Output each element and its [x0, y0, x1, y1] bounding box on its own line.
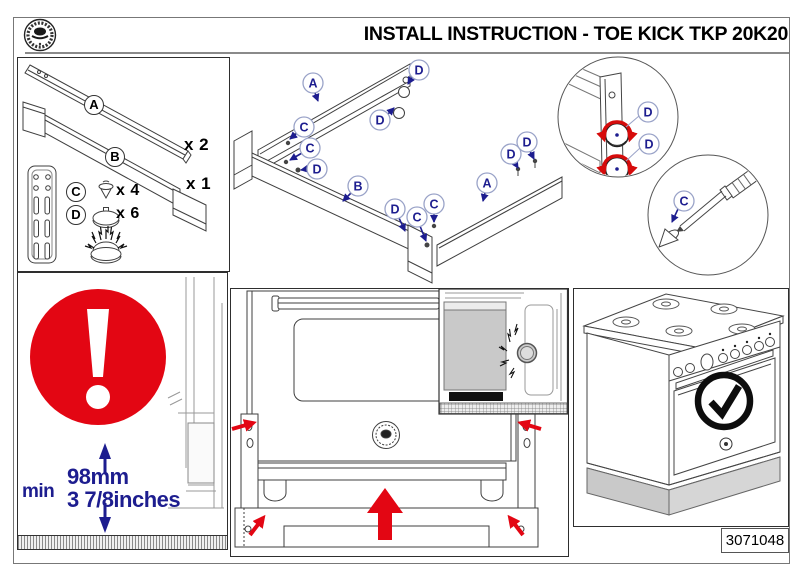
svg-text:B: B [353, 180, 362, 194]
round-foot-icon [92, 207, 120, 228]
red-rotate-arrows-icon [596, 120, 638, 176]
svg-text:D: D [312, 163, 321, 177]
svg-text:A: A [482, 177, 491, 191]
leg-detail-inset [438, 289, 568, 415]
check-ok-icon [694, 371, 754, 431]
clearance-imperial-value: 3 7/8inches [67, 487, 181, 512]
brand-logo-icon [23, 18, 57, 52]
clearance-diagram [30, 277, 224, 533]
cone-screw-icon [98, 180, 114, 200]
cone-screw-target [658, 228, 680, 248]
part-b-qty: x 1 [186, 174, 212, 193]
part-label-d: D [66, 205, 86, 225]
detail-rotate-view: D D [557, 56, 679, 178]
svg-text:D: D [522, 136, 531, 150]
clearance-arrow-icon [99, 443, 111, 533]
svg-text:D: D [644, 138, 653, 152]
part-d-qty: x 6 [116, 205, 140, 222]
min-label: min [22, 481, 55, 502]
svg-text:C: C [412, 211, 421, 225]
attach-arrows-icon [231, 419, 542, 537]
detail-screw-view: C [647, 154, 769, 276]
clearance-metric-value: 98mm [67, 464, 129, 489]
range-illustration [582, 293, 785, 516]
svg-text:C: C [299, 121, 308, 135]
red-up-arrow-icon [367, 488, 403, 540]
svg-text:D: D [375, 114, 384, 128]
burst-marks-icon [498, 323, 519, 379]
svg-text:A: A [308, 77, 317, 91]
part-a-qty: x 2 [184, 135, 210, 154]
svg-text:D: D [390, 203, 399, 217]
part-label-b: B [105, 147, 125, 167]
title-divider [25, 52, 789, 54]
warning-icon [30, 289, 166, 425]
svg-text:C: C [679, 195, 688, 209]
svg-text:C: C [429, 198, 438, 212]
parts-diagram [22, 64, 207, 264]
parts-list-panel: A B C D x 2 x 1 x 4 x 6 [17, 57, 230, 272]
foot-knob-icon [516, 342, 538, 364]
floor-hatch [18, 535, 227, 549]
part-label-c: C [66, 182, 86, 202]
install-diagram [231, 289, 568, 548]
min-clearance-panel: min 98mm 3 7/8inches [17, 272, 228, 550]
assembly-diagram: A D D C C D B D C C A D D [233, 56, 769, 284]
page-title: INSTALL INSTRUCTION - TOE KICK TKP 20K20 [363, 23, 789, 45]
part-number-box: 3071048 [721, 528, 789, 553]
part-label-a: A [84, 95, 104, 115]
svg-text:D: D [643, 106, 652, 120]
result-panel [573, 288, 789, 527]
svg-text:C: C [305, 142, 314, 156]
svg-text:D: D [506, 148, 515, 162]
assembly-callouts: A D D C C D B D C C A D D [289, 59, 538, 242]
toe-kick-frame-art [233, 63, 563, 284]
toe-kick-install-panel [230, 288, 569, 557]
svg-text:D: D [414, 64, 423, 78]
spring-burst-icon [84, 226, 128, 264]
part-c-qty: x 4 [116, 182, 140, 199]
